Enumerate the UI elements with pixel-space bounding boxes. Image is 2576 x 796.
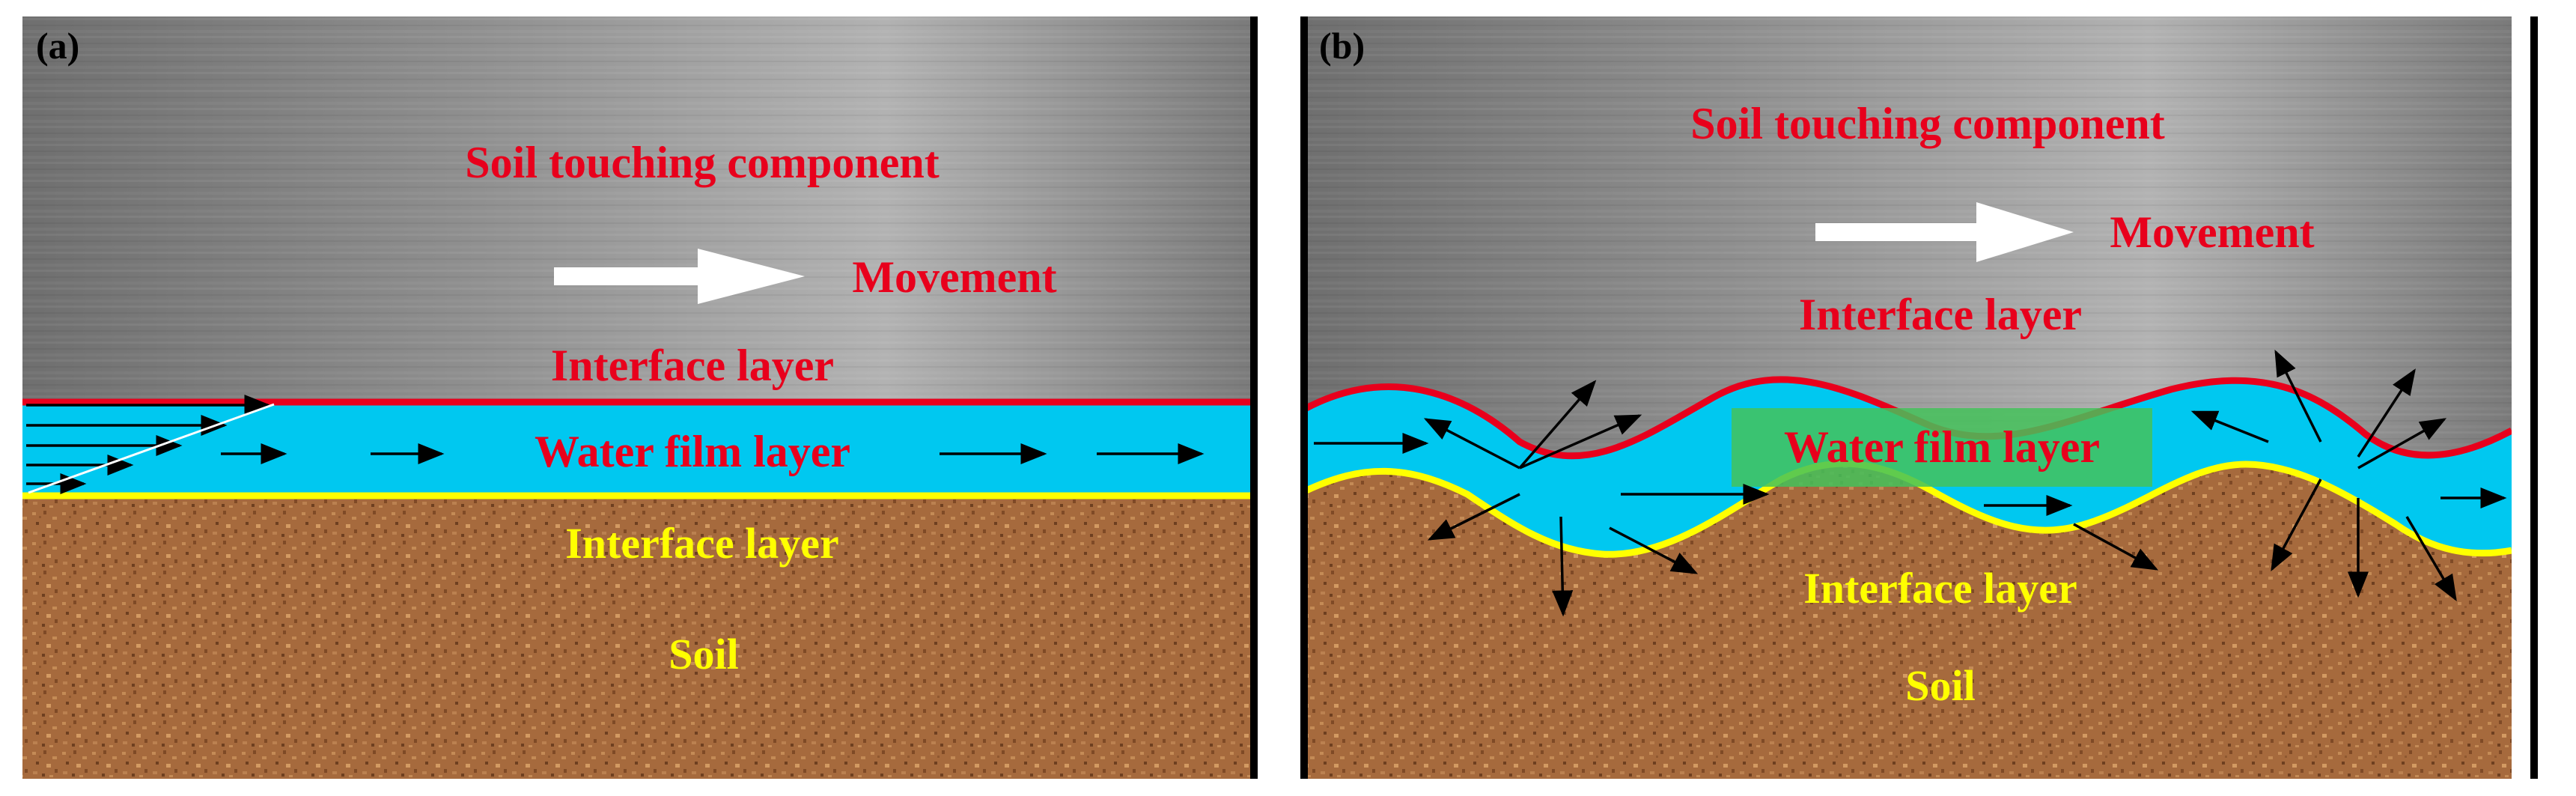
panel-b-lower-interface-label: Interface layer xyxy=(1803,564,2077,613)
panel-a-upper-interface-label: Interface layer xyxy=(551,341,834,390)
panel-a-water-label: Water film layer xyxy=(535,427,850,476)
panel-b-upper-interface-label: Interface layer xyxy=(1799,290,2082,339)
panel-a-water-film xyxy=(22,402,1256,496)
panel-a-tag: (a) xyxy=(36,25,79,67)
panel-a-soil-label: Soil xyxy=(669,630,739,678)
panel-a-lower-interface-label: Interface layer xyxy=(565,519,839,568)
panel-a-component-label: Soil touching component xyxy=(465,138,939,187)
panel-b-soil-label: Soil xyxy=(1905,661,1976,710)
panel-a: (a) Soil touching component Movement Int… xyxy=(16,0,1258,796)
panel-b-left-border xyxy=(1300,16,1308,779)
panel-b-right-border xyxy=(2530,16,2538,779)
panel-b-movement-label: Movement xyxy=(2110,207,2314,257)
panel-b xyxy=(1306,16,2512,779)
panel-a-right-border xyxy=(1250,16,1258,779)
panel-b-component-label: Soil touching component xyxy=(1690,99,2164,148)
panel-b-water-label-highlight xyxy=(1732,408,2152,487)
panel-b-movement-arrow xyxy=(1815,202,2074,262)
panel-a-movement-label: Movement xyxy=(852,252,1056,302)
panel-a-movement-arrow xyxy=(554,249,805,304)
panel-a-profile-envelope xyxy=(28,403,275,494)
panel-b-water-label: Water film layer xyxy=(1784,422,2100,472)
panel-b-tag: (b) xyxy=(1319,25,1365,67)
panel-b-flow-arrows xyxy=(1314,349,2507,617)
panel-a-velocity-profile xyxy=(26,395,271,494)
panel-b-soil xyxy=(1306,464,2512,779)
panel-a-soil xyxy=(22,496,1256,779)
